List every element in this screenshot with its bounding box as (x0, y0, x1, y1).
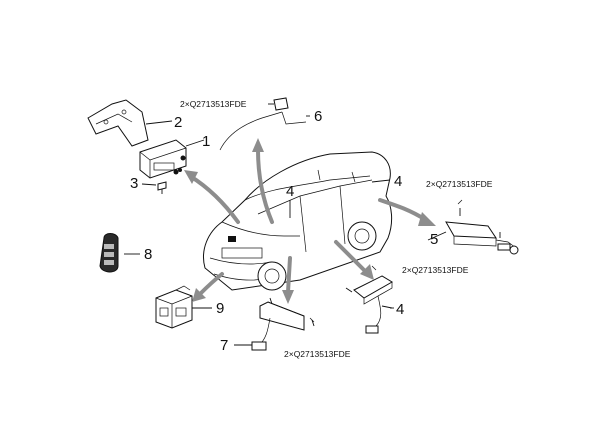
screw-icons (178, 168, 463, 323)
callout-6: 6 (314, 108, 322, 125)
callout-2: 2 (174, 114, 182, 131)
callout-7: 7 (220, 337, 228, 354)
car-illustration (203, 151, 393, 291)
module-part-1 (139, 139, 205, 179)
part-number-bottom: 2×Q2713513FDE (284, 349, 351, 359)
callout-4-mid: 4 (394, 173, 402, 190)
antenna-part-4-lower (345, 275, 393, 334)
part-number-right: 2×Q2713513FDE (426, 179, 493, 189)
callout-9: 9 (216, 300, 224, 317)
callout-3: 3 (130, 175, 138, 192)
antenna-part-7 (234, 297, 315, 351)
callout-5: 5 (430, 231, 438, 248)
leader-lines (289, 179, 394, 309)
key-fob-part-8 (99, 233, 140, 273)
callout-4-top: 4 (286, 183, 294, 200)
part-number-top: 2×Q2713513FDE (180, 99, 247, 109)
bracket-part-2 (87, 99, 173, 147)
antenna-part-5 (427, 208, 519, 255)
antenna-part-6 (219, 97, 310, 151)
receiver-part-9 (155, 285, 212, 329)
location-arrows (184, 138, 436, 304)
callout-1: 1 (202, 133, 210, 150)
screw-part-3 (141, 181, 167, 194)
callout-4-bottom: 4 (396, 301, 404, 318)
callout-8: 8 (144, 246, 152, 263)
part-number-middle: 2×Q2713513FDE (402, 265, 469, 275)
